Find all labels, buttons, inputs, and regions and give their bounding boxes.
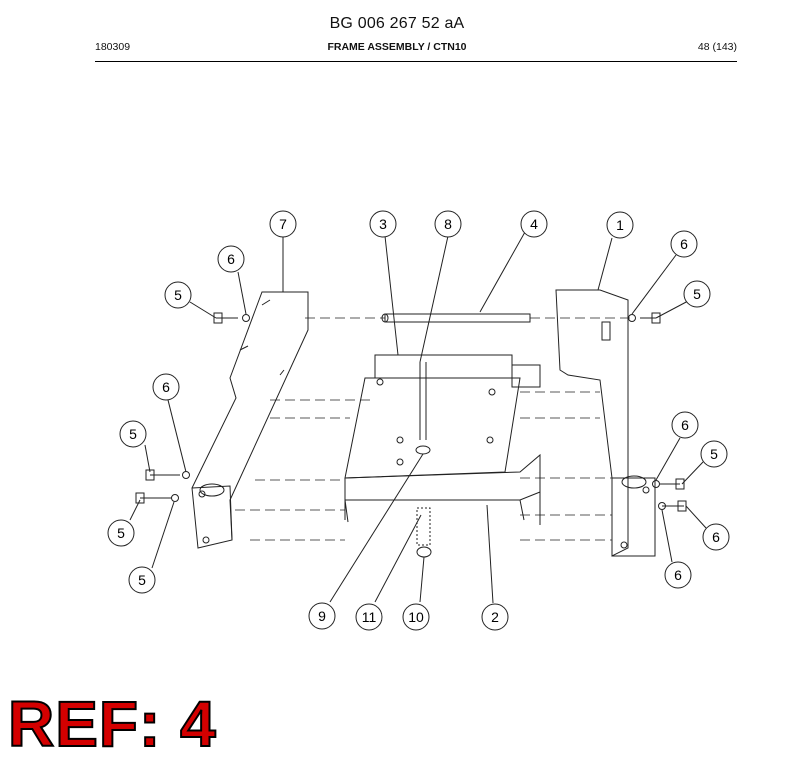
callout-4: 4 — [520, 210, 548, 238]
right-frame-hole — [620, 541, 628, 549]
washer-icon — [658, 502, 666, 510]
callout-7-label: 7 — [279, 216, 287, 232]
left-frame-hole — [202, 536, 210, 544]
washer-icon — [171, 494, 179, 502]
callout-bubbles: 7 3 8 4 1 6 6 5 — [107, 210, 730, 631]
bolt-shafts — [140, 317, 684, 507]
washer-icon — [182, 471, 190, 479]
washer-icon — [652, 480, 660, 488]
callout-5-label: 5 — [710, 446, 718, 462]
callout-6-upper-left: 6 — [217, 245, 245, 273]
washer-icon — [242, 314, 250, 322]
callout-6-label: 6 — [227, 251, 235, 267]
alignment-lines — [235, 317, 632, 541]
callout-7: 7 — [269, 210, 297, 238]
plate-hole — [376, 378, 384, 386]
callout-6-label: 5 — [138, 572, 146, 588]
callout-9-label: 9 — [318, 608, 326, 624]
washer-9 — [415, 445, 431, 455]
callout-3: 3 — [369, 210, 397, 238]
cross-tube — [384, 313, 531, 323]
callout-8-label: 8 — [444, 216, 452, 232]
right-side-frame — [555, 289, 629, 557]
callout-6-mid-right: 6 — [671, 411, 699, 439]
plate-hole — [396, 458, 404, 466]
callout-6-label: 6 — [681, 417, 689, 433]
callout-11-label: 11 — [362, 609, 377, 625]
callout-2: 2 — [481, 603, 509, 631]
callout-5-mid-right: 5 — [700, 440, 728, 468]
document-title: BG 006 267 52 aA — [329, 15, 465, 32]
callout-5-upper-left: 5 — [164, 281, 192, 309]
callout-6-upper-right: 6 — [670, 230, 698, 258]
callout-6-label: 6 — [162, 379, 170, 395]
left-side-frame — [191, 291, 309, 549]
callout-5-label: 5 — [117, 525, 125, 541]
callout-1-label: 1 — [616, 217, 624, 233]
right-frame-slot-vertical — [601, 321, 611, 341]
nut-10 — [416, 546, 432, 558]
diagram-linework — [135, 289, 687, 558]
plate-hole — [486, 436, 494, 444]
callout-5-mid-left: 5 — [119, 420, 147, 448]
bottom-frame-legs — [344, 499, 525, 523]
callout-6-lower-left: 5 — [128, 566, 156, 594]
right-frame-slot — [621, 475, 647, 489]
section-title: FRAME ASSEMBLY / CTN10 — [327, 41, 467, 53]
callout-5-label: 5 — [129, 426, 137, 442]
left-frame-slot — [199, 483, 225, 497]
callout-6-lower-right: 6 — [664, 561, 692, 589]
callout-10-label: 10 — [408, 609, 424, 625]
top-plate — [344, 377, 521, 479]
header-rule — [95, 61, 737, 62]
bolt-head-icon — [213, 312, 223, 324]
spring — [416, 507, 431, 546]
bolt-head-icon — [651, 312, 661, 324]
left-frame-slots — [239, 299, 285, 376]
callout-6-label: 6 — [680, 236, 688, 252]
callout-8: 8 — [434, 210, 462, 238]
callout-10: 10 — [402, 603, 430, 631]
right-frame-flange — [612, 477, 656, 557]
plate-hole — [488, 388, 496, 396]
shaft — [419, 362, 427, 440]
leader-lines — [129, 231, 707, 604]
bolt-head-icon — [135, 492, 145, 504]
callout-2-label: 2 — [491, 609, 499, 625]
page-number: 48 (143) — [697, 41, 737, 53]
right-frame-hole — [642, 486, 650, 494]
callout-9: 9 — [308, 602, 336, 630]
callout-6-mid-left: 6 — [152, 373, 180, 401]
callout-5-lower-right: 6 — [702, 523, 730, 551]
callout-5-upper-right: 5 — [683, 280, 711, 308]
left-frame-hole — [198, 490, 206, 498]
callout-3-label: 3 — [379, 216, 387, 232]
upper-bracket-boss — [511, 364, 541, 388]
callout-5-label: 6 — [712, 529, 720, 545]
callout-4-label: 4 — [530, 216, 538, 232]
callout-5-lower-left: 5 — [107, 519, 135, 547]
date-code: 180309 — [95, 41, 131, 53]
callout-5-label: 5 — [174, 287, 182, 303]
reference-label: REF: 4 — [7, 688, 217, 760]
callout-11: 11 — [355, 603, 383, 631]
plate-hole — [396, 436, 404, 444]
callout-5-label: 5 — [693, 286, 701, 302]
upper-bracket — [374, 354, 513, 379]
callout-6-label: 6 — [674, 567, 682, 583]
bottom-frame — [344, 453, 541, 525]
callout-1: 1 — [606, 211, 634, 239]
bolt-head-icon — [675, 478, 685, 490]
left-frame-flange — [191, 485, 233, 541]
